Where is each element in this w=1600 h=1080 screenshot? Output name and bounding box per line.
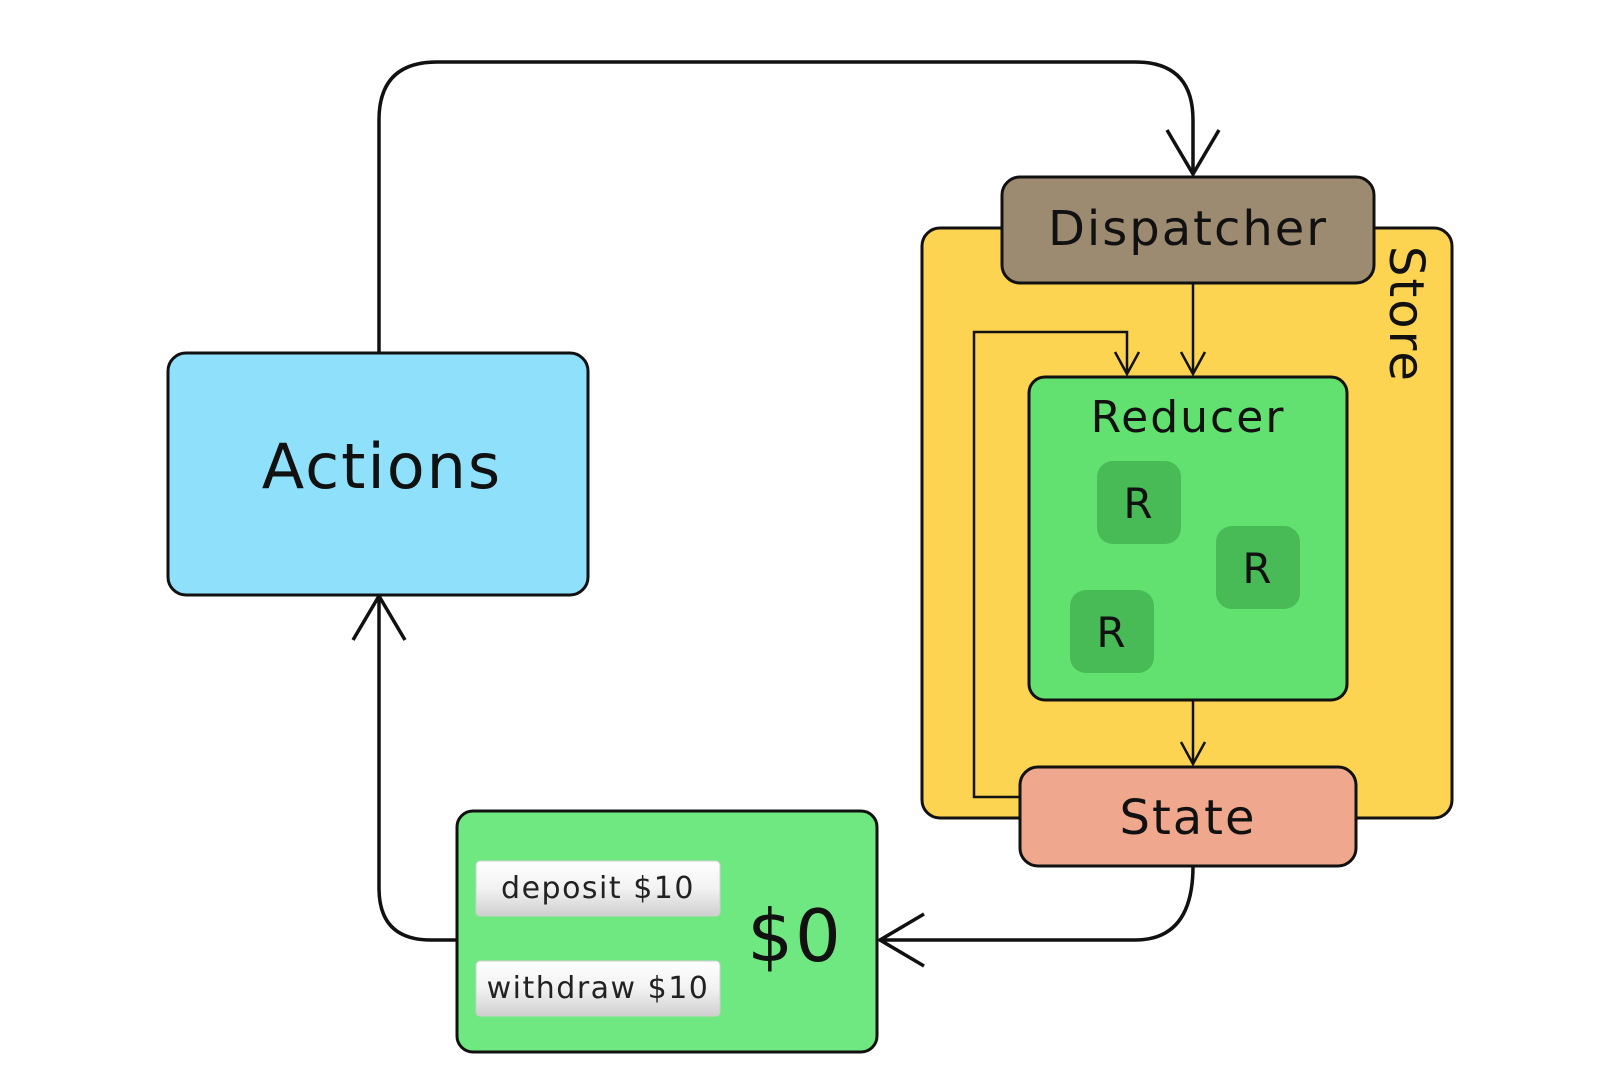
sub-reducer-3-box	[1070, 590, 1154, 673]
sub-reducer-1-label: R	[1123, 479, 1154, 528]
state-node: State	[1018, 765, 1358, 868]
reducer-node: Reducer R R R	[1027, 375, 1349, 702]
edge-state-to-reducer	[972, 330, 1129, 799]
store-label: Store	[1378, 246, 1434, 383]
sub-reducer-1-box	[1097, 461, 1181, 544]
arrowhead-reducer-loop	[1113, 351, 1141, 377]
actions-label: Actions	[262, 430, 502, 503]
arrowhead-reducer-main	[1179, 351, 1207, 377]
withdraw-button[interactable]: withdraw $10	[475, 960, 721, 1017]
state-box	[1018, 765, 1358, 868]
arrowhead-state	[1179, 741, 1207, 767]
state-label: State	[1119, 790, 1256, 846]
arrowhead-view	[876, 912, 925, 968]
arrowhead-dispatcher	[1165, 129, 1221, 178]
reducer-label: Reducer	[1091, 392, 1286, 443]
withdraw-button-label: withdraw $10	[487, 971, 710, 1006]
dispatcher-label: Dispatcher	[1048, 201, 1328, 257]
sub-reducer-2-box	[1216, 526, 1300, 609]
actions-box	[166, 351, 590, 597]
actions-node: Actions	[166, 351, 590, 597]
edge-view-to-actions	[377, 596, 457, 942]
deposit-button[interactable]: deposit $10	[475, 860, 721, 917]
sub-reducer-3-label: R	[1096, 608, 1127, 657]
deposit-button-label: deposit $10	[501, 871, 695, 906]
balance-value: $0	[747, 894, 843, 978]
sub-reducer-2-label: R	[1242, 544, 1273, 593]
view-node: deposit $10 withdraw $10 $0	[455, 809, 879, 1054]
edge-actions-to-dispatcher	[377, 60, 1195, 352]
dispatcher-node: Dispatcher	[1000, 175, 1376, 285]
edge-state-to-view	[880, 865, 1195, 942]
dispatcher-box	[1000, 175, 1376, 285]
